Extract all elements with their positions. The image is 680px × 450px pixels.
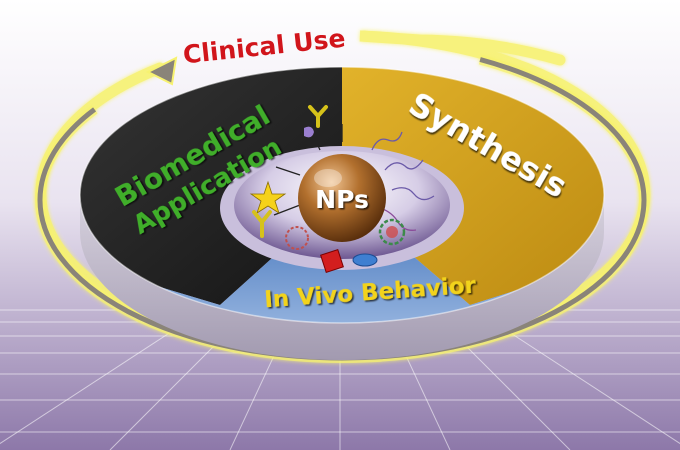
red-cube-icon	[320, 249, 344, 273]
antibody-icon	[308, 105, 328, 128]
nanoparticle-highlight	[314, 169, 342, 187]
protein-icon	[285, 226, 309, 250]
antibody-icon	[252, 210, 272, 238]
probe-icon	[304, 126, 314, 138]
blue-disc-icon	[352, 253, 378, 267]
star-icon	[249, 180, 287, 214]
protein-core-icon	[386, 226, 398, 238]
arrow-head-icon	[145, 56, 178, 86]
ligand-decorations	[273, 124, 435, 231]
nanoparticle	[298, 154, 386, 242]
disc-edge	[79, 66, 605, 324]
protein-icon	[378, 218, 406, 246]
disc-rim	[80, 195, 604, 360]
center-label: NPs	[315, 185, 369, 214]
